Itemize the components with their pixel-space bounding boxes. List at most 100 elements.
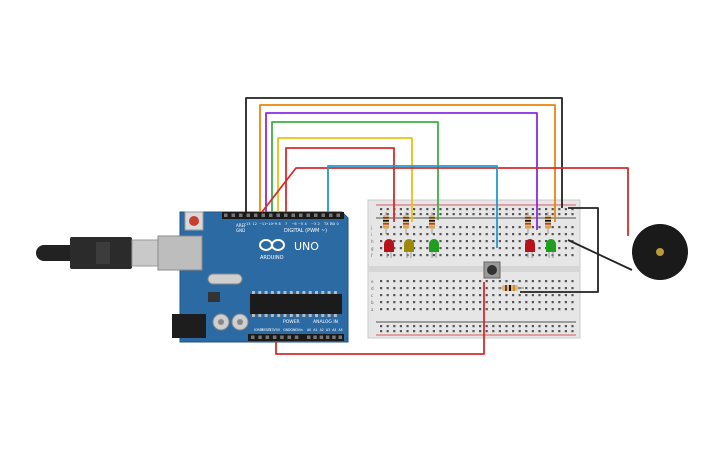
wire-black-buzzer[interactable] (567, 239, 633, 271)
analog-pin-hole[interactable] (332, 335, 336, 340)
breadboard-hole[interactable] (386, 325, 389, 328)
breadboard-hole[interactable] (498, 325, 501, 328)
breadboard-hole[interactable] (525, 325, 528, 328)
breadboard-hole[interactable] (446, 308, 449, 311)
breadboard-hole[interactable] (426, 240, 429, 243)
power-pin-hole[interactable] (251, 335, 255, 340)
breadboard-hole[interactable] (479, 247, 482, 250)
wire-yellow[interactable] (277, 137, 413, 222)
breadboard-hole[interactable] (413, 208, 416, 211)
breadboard-hole[interactable] (465, 308, 468, 311)
analog-header[interactable] (304, 334, 344, 341)
reset-button-cap[interactable] (189, 216, 199, 226)
breadboard-hole[interactable] (558, 280, 561, 283)
breadboard-hole[interactable] (518, 301, 521, 304)
breadboard-hole[interactable] (465, 287, 468, 290)
breadboard-hole[interactable] (413, 287, 416, 290)
digital-pin-hole[interactable] (284, 213, 288, 218)
breadboard-hole[interactable] (452, 325, 455, 328)
breadboard-hole[interactable] (472, 226, 475, 229)
breadboard-hole[interactable] (571, 294, 574, 297)
breadboard-hole[interactable] (571, 233, 574, 236)
breadboard-hole[interactable] (492, 208, 495, 211)
breadboard-hole[interactable] (479, 301, 482, 304)
power-pin-hole[interactable] (272, 335, 277, 340)
breadboard-hole[interactable] (459, 280, 462, 283)
breadboard-hole[interactable] (432, 213, 435, 216)
breadboard-hole[interactable] (498, 213, 501, 216)
breadboard-hole[interactable] (512, 301, 515, 304)
breadboard-hole[interactable] (492, 301, 495, 304)
breadboard-hole[interactable] (472, 308, 475, 311)
breadboard-hole[interactable] (545, 254, 548, 257)
breadboard-hole[interactable] (525, 308, 528, 311)
breadboard-hole[interactable] (498, 301, 501, 304)
breadboard-hole[interactable] (432, 208, 435, 211)
breadboard-hole[interactable] (413, 254, 416, 257)
breadboard-hole[interactable] (538, 301, 541, 304)
breadboard-hole[interactable] (446, 240, 449, 243)
breadboard-hole[interactable] (551, 280, 554, 283)
breadboard-hole[interactable] (439, 240, 442, 243)
breadboard-hole[interactable] (426, 208, 429, 211)
breadboard-hole[interactable] (386, 294, 389, 297)
wire-red-diagonal[interactable] (261, 167, 629, 236)
breadboard-hole[interactable] (406, 308, 409, 311)
breadboard-hole[interactable] (505, 247, 508, 250)
analog-pin-hole[interactable] (313, 335, 317, 340)
breadboard-hole[interactable] (419, 233, 422, 236)
breadboard-hole[interactable] (452, 294, 455, 297)
breadboard-hole[interactable] (545, 301, 548, 304)
breadboard-hole[interactable] (399, 280, 402, 283)
led[interactable] (429, 239, 439, 252)
breadboard-hole[interactable] (465, 233, 468, 236)
breadboard-hole[interactable] (439, 325, 442, 328)
breadboard-hole[interactable] (485, 308, 488, 311)
breadboard-hole[interactable] (419, 240, 422, 243)
breadboard-hole[interactable] (446, 280, 449, 283)
breadboard-hole[interactable] (512, 240, 515, 243)
breadboard-hole[interactable] (558, 208, 561, 211)
breadboard-hole[interactable] (413, 226, 416, 229)
breadboard-hole[interactable] (485, 247, 488, 250)
wires[interactable] (245, 97, 633, 355)
breadboard-hole[interactable] (393, 226, 396, 229)
breadboard-hole[interactable] (538, 240, 541, 243)
breadboard-hole[interactable] (439, 280, 442, 283)
breadboard-hole[interactable] (432, 280, 435, 283)
power-pin-hole[interactable] (280, 335, 284, 340)
breadboard-hole[interactable] (432, 330, 435, 333)
breadboard-hole[interactable] (512, 233, 515, 236)
breadboard-hole[interactable] (479, 287, 482, 290)
breadboard-hole[interactable] (406, 280, 409, 283)
breadboard-hole[interactable] (465, 254, 468, 257)
breadboard-hole[interactable] (479, 240, 482, 243)
breadboard-hole[interactable] (492, 330, 495, 333)
breadboard-hole[interactable] (472, 301, 475, 304)
breadboard-hole[interactable] (446, 330, 449, 333)
piezo-buzzer[interactable] (632, 224, 688, 280)
breadboard-hole[interactable] (413, 280, 416, 283)
breadboard-hole[interactable] (558, 325, 561, 328)
breadboard-hole[interactable] (419, 301, 422, 304)
breadboard-hole[interactable] (531, 280, 534, 283)
led[interactable] (404, 239, 414, 252)
breadboard-hole[interactable] (498, 208, 501, 211)
breadboard-hole[interactable] (564, 213, 567, 216)
breadboard-hole[interactable] (531, 233, 534, 236)
breadboard-hole[interactable] (551, 294, 554, 297)
breadboard-hole[interactable] (386, 301, 389, 304)
breadboard-hole[interactable] (432, 325, 435, 328)
breadboard-hole[interactable] (452, 280, 455, 283)
power-pin-hole[interactable] (294, 335, 299, 340)
breadboard-hole[interactable] (512, 330, 515, 333)
breadboard-hole[interactable] (531, 325, 534, 328)
breadboard-hole[interactable] (386, 233, 389, 236)
breadboard-hole[interactable] (399, 247, 402, 250)
breadboard-hole[interactable] (426, 325, 429, 328)
breadboard-hole[interactable] (386, 287, 389, 290)
breadboard-hole[interactable] (393, 240, 396, 243)
breadboard-hole[interactable] (426, 226, 429, 229)
breadboard-hole[interactable] (380, 294, 383, 297)
